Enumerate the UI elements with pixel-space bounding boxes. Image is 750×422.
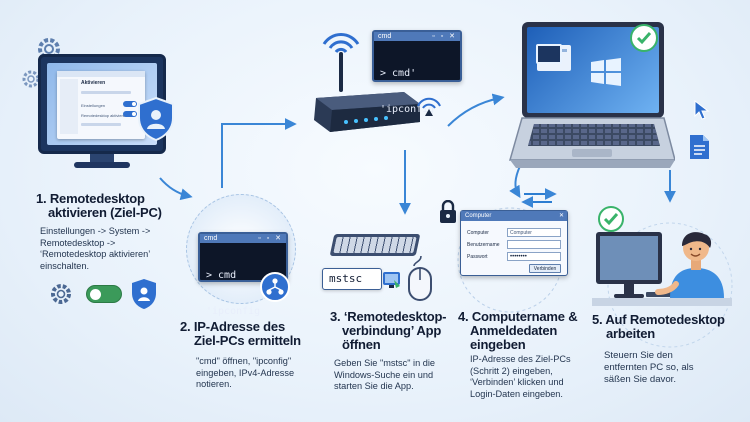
keyboard: [329, 234, 421, 256]
wifi-signal-icon: [322, 33, 360, 54]
field-label-computer: Computer: [467, 230, 489, 236]
step4-title-line1: 4. Computername &: [458, 309, 578, 324]
settings-menu-item-einstellungen[interactable]: Einstellungen: [81, 103, 106, 108]
check-badge-icon: [630, 24, 658, 52]
step3-description: Geben Sie "mstsc" in die Windows-Suche e…: [334, 358, 435, 391]
windows-logo-icon: [591, 58, 621, 86]
settings-sidebar: [60, 79, 78, 134]
toggle-switch[interactable]: [123, 101, 137, 107]
field-label-username: Benutzername: [467, 242, 500, 248]
enable-toggle[interactable]: [86, 285, 122, 303]
router-antenna: [339, 52, 343, 92]
step1-monitor: Aktivieren Einstellungen Remotedesktop a…: [18, 34, 174, 174]
terminal-body[interactable]: > cmd' 'ipconfig: [374, 41, 460, 143]
step5-description: Steuern Sie den entfernten PC so, als sä…: [604, 350, 694, 385]
terminal-line: 'ipconfig: [380, 104, 435, 115]
step3-title-line3: öffnen: [342, 337, 381, 352]
shield-user-icon: [132, 279, 156, 309]
step1-description: Einstellungen -> System -> Remotedesktop…: [40, 226, 151, 271]
document-icon: [690, 135, 709, 159]
network-icon: [260, 272, 290, 302]
computer-input[interactable]: Computer: [507, 228, 561, 237]
settings-heading: Aktivieren: [81, 80, 106, 86]
arrow-1-to-2: [159, 177, 193, 201]
remote-desktop-app-icon[interactable]: [382, 270, 402, 290]
step3-text: 3. ‘Remotedesktop- verbindung’ App öffne…: [330, 310, 460, 352]
access-point-icon: [417, 97, 441, 116]
field-label-password: Passwort: [467, 254, 488, 260]
login-dialog: Computer ✕ Computer Computer Benutzernam…: [460, 210, 568, 276]
terminal-line: > cmd': [380, 68, 417, 79]
close-icon[interactable]: ✕: [558, 213, 564, 219]
password-input[interactable]: ••••••••: [507, 252, 561, 261]
step4-description: IP-Adresse des Ziel-PCs (Schritt 2) eing…: [470, 354, 571, 399]
router: [310, 88, 422, 136]
mouse-icon: [408, 256, 432, 301]
step5-title-line2: arbeiten: [606, 326, 655, 341]
step3-title-line1: 3. ‘Remotedesktop-: [330, 309, 447, 324]
step1-title-line1: 1. Remotedesktop: [36, 191, 145, 206]
step4-title-line2: Anmeldedaten: [470, 323, 558, 338]
settings-menu-item-remote[interactable]: Remotedesktop aktivieren: [81, 113, 128, 118]
monitor-base: [74, 162, 130, 168]
step2-description: "cmd" öffnen, "ipconfig" eingeben, IPv4-…: [196, 356, 295, 389]
terminal-title: cmd: [204, 235, 218, 242]
check-badge-icon: [598, 206, 624, 232]
terminal-body[interactable]: > cmd 'ipconfig: [200, 243, 286, 345]
connect-button[interactable]: Verbinden: [529, 264, 561, 273]
top-terminal: cmd▫ ▫ ✕ > cmd' 'ipconfig: [372, 30, 462, 115]
terminal-title: cmd: [378, 33, 392, 40]
shield-user-icon: [138, 96, 174, 142]
settings-window: Aktivieren Einstellungen Remotedesktop a…: [57, 71, 145, 139]
lock-icon: [440, 200, 456, 223]
terminal-line: 'ipconfig: [206, 306, 261, 317]
login-dialog-title: Computer: [465, 213, 492, 219]
login-dialog-titlebar: Computer ✕: [461, 211, 567, 221]
step1-title-line2: aktivieren (Ziel-PC): [48, 205, 162, 220]
laptop-base: [509, 117, 675, 168]
mstsc-search-box[interactable]: mstsc: [322, 268, 382, 290]
step2-terminal: cmd▫ ▫ ✕ > cmd 'ipconfig: [198, 232, 288, 317]
terminal-line: > cmd: [206, 270, 237, 281]
step1-text: 1. Remotedesktop aktivieren (Ziel-PC): [36, 192, 186, 220]
arrow-2-to-router: [221, 118, 297, 188]
gear-icon: [51, 284, 71, 304]
step4-text: 4. Computername & Anmeldedaten eingeben: [458, 310, 588, 352]
arrow-laptop-to-4: [509, 165, 521, 199]
step2-text: 2. IP-Adresse des Ziel-PCs ermitteln: [180, 320, 320, 348]
arrow-router-to-laptop: [447, 93, 505, 127]
step2-title-line2: Ziel-PCs ermitteln: [194, 333, 301, 348]
person-at-computer: [592, 222, 732, 308]
step5-text: 5. Auf Remotedesktop arbeiten: [592, 313, 742, 341]
step4-title-line3: eingeben: [470, 337, 526, 352]
step3-title-line2: verbindung’ App: [342, 323, 442, 338]
mstsc-text: mstsc: [329, 272, 363, 285]
step2-title-line1: 2. IP-Adresse des: [180, 319, 285, 334]
username-input[interactable]: [507, 240, 561, 249]
toggle-switch[interactable]: [123, 111, 137, 117]
monitor-stand: [90, 154, 114, 164]
cursor-icon: [694, 100, 710, 120]
remote-monitor-icon: [536, 44, 562, 64]
step5-title-line1: 5. Auf Remotedesktop: [592, 312, 725, 327]
